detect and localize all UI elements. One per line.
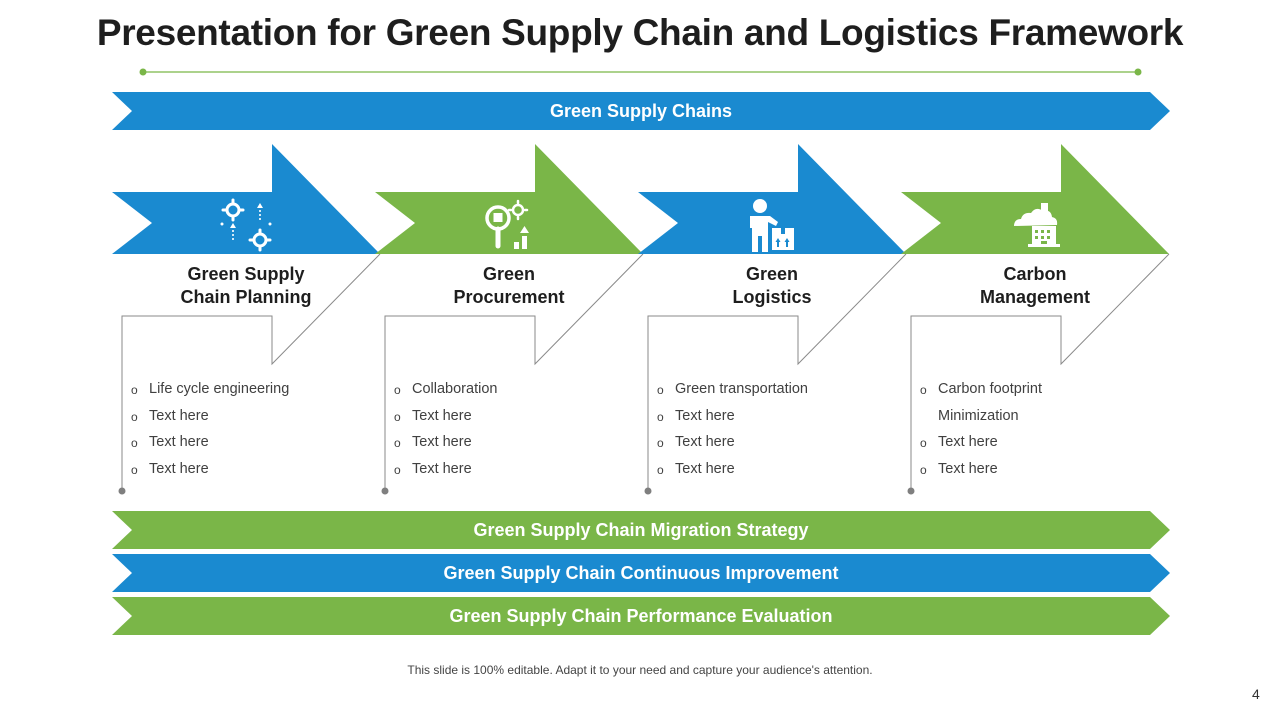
pillar-title: Green Procurement	[419, 263, 599, 309]
continuous-improvement-banner: Green Supply Chain Continuous Improvemen…	[112, 554, 1170, 592]
person-with-box-icon	[750, 199, 794, 252]
page-number: 4	[1252, 686, 1260, 702]
pillar-title-line2: Logistics	[732, 287, 812, 307]
bullet-item: Text here	[657, 429, 857, 456]
title-divider	[139, 68, 1142, 76]
bullet-item: Text here	[920, 429, 1120, 456]
migration-banner-label: Green Supply Chain Migration Strategy	[473, 519, 809, 540]
top-banner: Green Supply Chains	[112, 92, 1170, 130]
bullet-item: Text here	[394, 403, 594, 429]
bullet-item: Text here	[131, 429, 331, 456]
pillar-title: Carbon Management	[945, 263, 1125, 309]
slide-title: Presentation for Green Supply Chain and …	[96, 12, 1184, 53]
pillar-title-line2: Procurement	[453, 287, 565, 307]
pillar-title-line1: Green	[482, 264, 536, 284]
pillar-title: Green Logistics	[682, 263, 862, 309]
pillar-title-line2: Chain Planning	[180, 287, 312, 307]
bullet-list: Life cycle engineering Text here Text he…	[131, 376, 331, 483]
improvement-banner-label: Green Supply Chain Continuous Improvemen…	[443, 562, 839, 583]
bullet-item: Text here	[657, 456, 857, 482]
migration-strategy-banner: Green Supply Chain Migration Strategy	[112, 511, 1170, 549]
bullet-item: Carbon footprint	[920, 376, 1120, 403]
performance-evaluation-banner: Green Supply Chain Performance Evaluatio…	[112, 597, 1170, 635]
bullet-item: Text here	[657, 403, 857, 429]
bullet-item: Green transportation	[657, 376, 857, 403]
gears-process-icon	[220, 198, 272, 252]
pillar-title: Green Supply Chain Planning	[156, 263, 336, 309]
evaluation-banner-label: Green Supply Chain Performance Evaluatio…	[449, 605, 833, 626]
top-banner-label: Green Supply Chains	[549, 100, 733, 121]
pillar-title-line1: Green Supply	[187, 264, 305, 284]
bullet-item: Text here	[920, 456, 1120, 482]
bullet-item: Collaboration	[394, 376, 594, 403]
bullet-list: Carbon footprint Minimization Text here …	[920, 376, 1120, 483]
bullet-item-continuation: Minimization	[938, 407, 1019, 424]
migration-banner-arrow-shape	[112, 511, 1170, 549]
bullet-item: Text here	[131, 456, 331, 482]
pillar-title-line1: Carbon	[1003, 264, 1067, 284]
bullet-item: Life cycle engineering	[131, 376, 331, 403]
evaluation-banner-arrow-shape	[112, 597, 1170, 635]
pillar-title-line1: Green	[745, 264, 799, 284]
top-banner-arrow-shape	[112, 92, 1170, 130]
factory-cloud-icon	[1014, 203, 1060, 247]
bullet-list: Collaboration Text here Text here Text h…	[394, 376, 594, 483]
bullet-item: Text here	[394, 429, 594, 456]
bullet-item: Text here	[131, 403, 331, 429]
pillar-title-line2: Management	[979, 287, 1091, 307]
bullet-list: Green transportation Text here Text here…	[657, 376, 857, 483]
footer-note: This slide is 100% editable. Adapt it to…	[407, 663, 873, 677]
bullet-item: Text here	[394, 456, 594, 482]
magnifier-gear-chart-icon	[485, 199, 529, 249]
improvement-banner-arrow-shape	[112, 554, 1170, 592]
